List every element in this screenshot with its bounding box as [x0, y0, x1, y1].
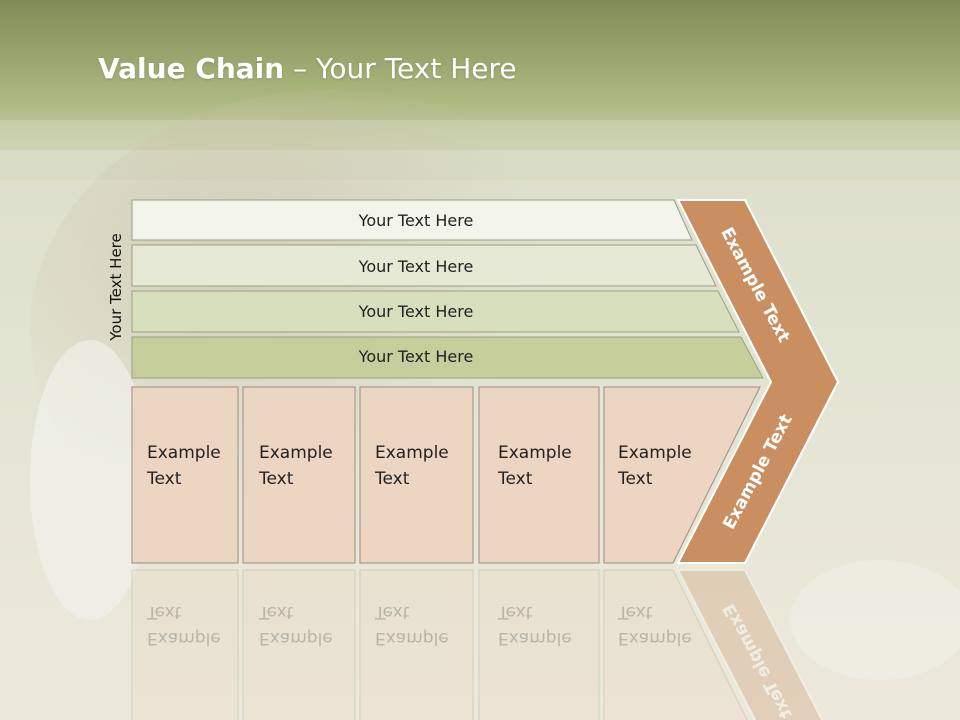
title-rest: – Your Text Here [284, 52, 517, 85]
box-1-line-1: Example [147, 443, 221, 463]
box-2-line-2: Text [259, 469, 294, 489]
bar-2 [131, 244, 717, 287]
box-2 [242, 386, 356, 564]
box-5-text: Example Text [618, 440, 728, 492]
box-3-line-1: Example [375, 443, 449, 463]
bar-1-label: Your Text Here [358, 210, 474, 230]
bar-3 [131, 290, 740, 333]
box-5-line-2: Text [618, 469, 653, 489]
box-3-line-2: Text [375, 469, 410, 489]
box-5-line-1: Example [618, 443, 692, 463]
box-2-line-1: Example [259, 443, 333, 463]
box-3 [359, 386, 474, 564]
box-2-text: Example Text [259, 440, 369, 492]
box-4-line-2: Text [498, 469, 533, 489]
box-5 [603, 386, 761, 564]
bar-2-label: Your Text Here [358, 256, 474, 276]
bar-4-label: Your Text Here [358, 346, 474, 366]
box-1-text: Example Text [147, 440, 257, 492]
box-1-line-2: Text [147, 469, 182, 489]
box-4-line-1: Example [498, 443, 572, 463]
slide-title: Value Chain – Your Text Here [98, 52, 517, 96]
box-4 [478, 386, 600, 564]
arrow-chevron [676, 199, 840, 564]
box-1 [131, 386, 239, 564]
title-bold: Value Chain [98, 52, 285, 85]
bar-1 [131, 199, 693, 241]
bar-3-label: Your Text Here [358, 301, 474, 321]
box-3-text: Example Text [375, 440, 485, 492]
bar-4 [131, 336, 764, 379]
box-4-text: Example Text [498, 440, 608, 492]
